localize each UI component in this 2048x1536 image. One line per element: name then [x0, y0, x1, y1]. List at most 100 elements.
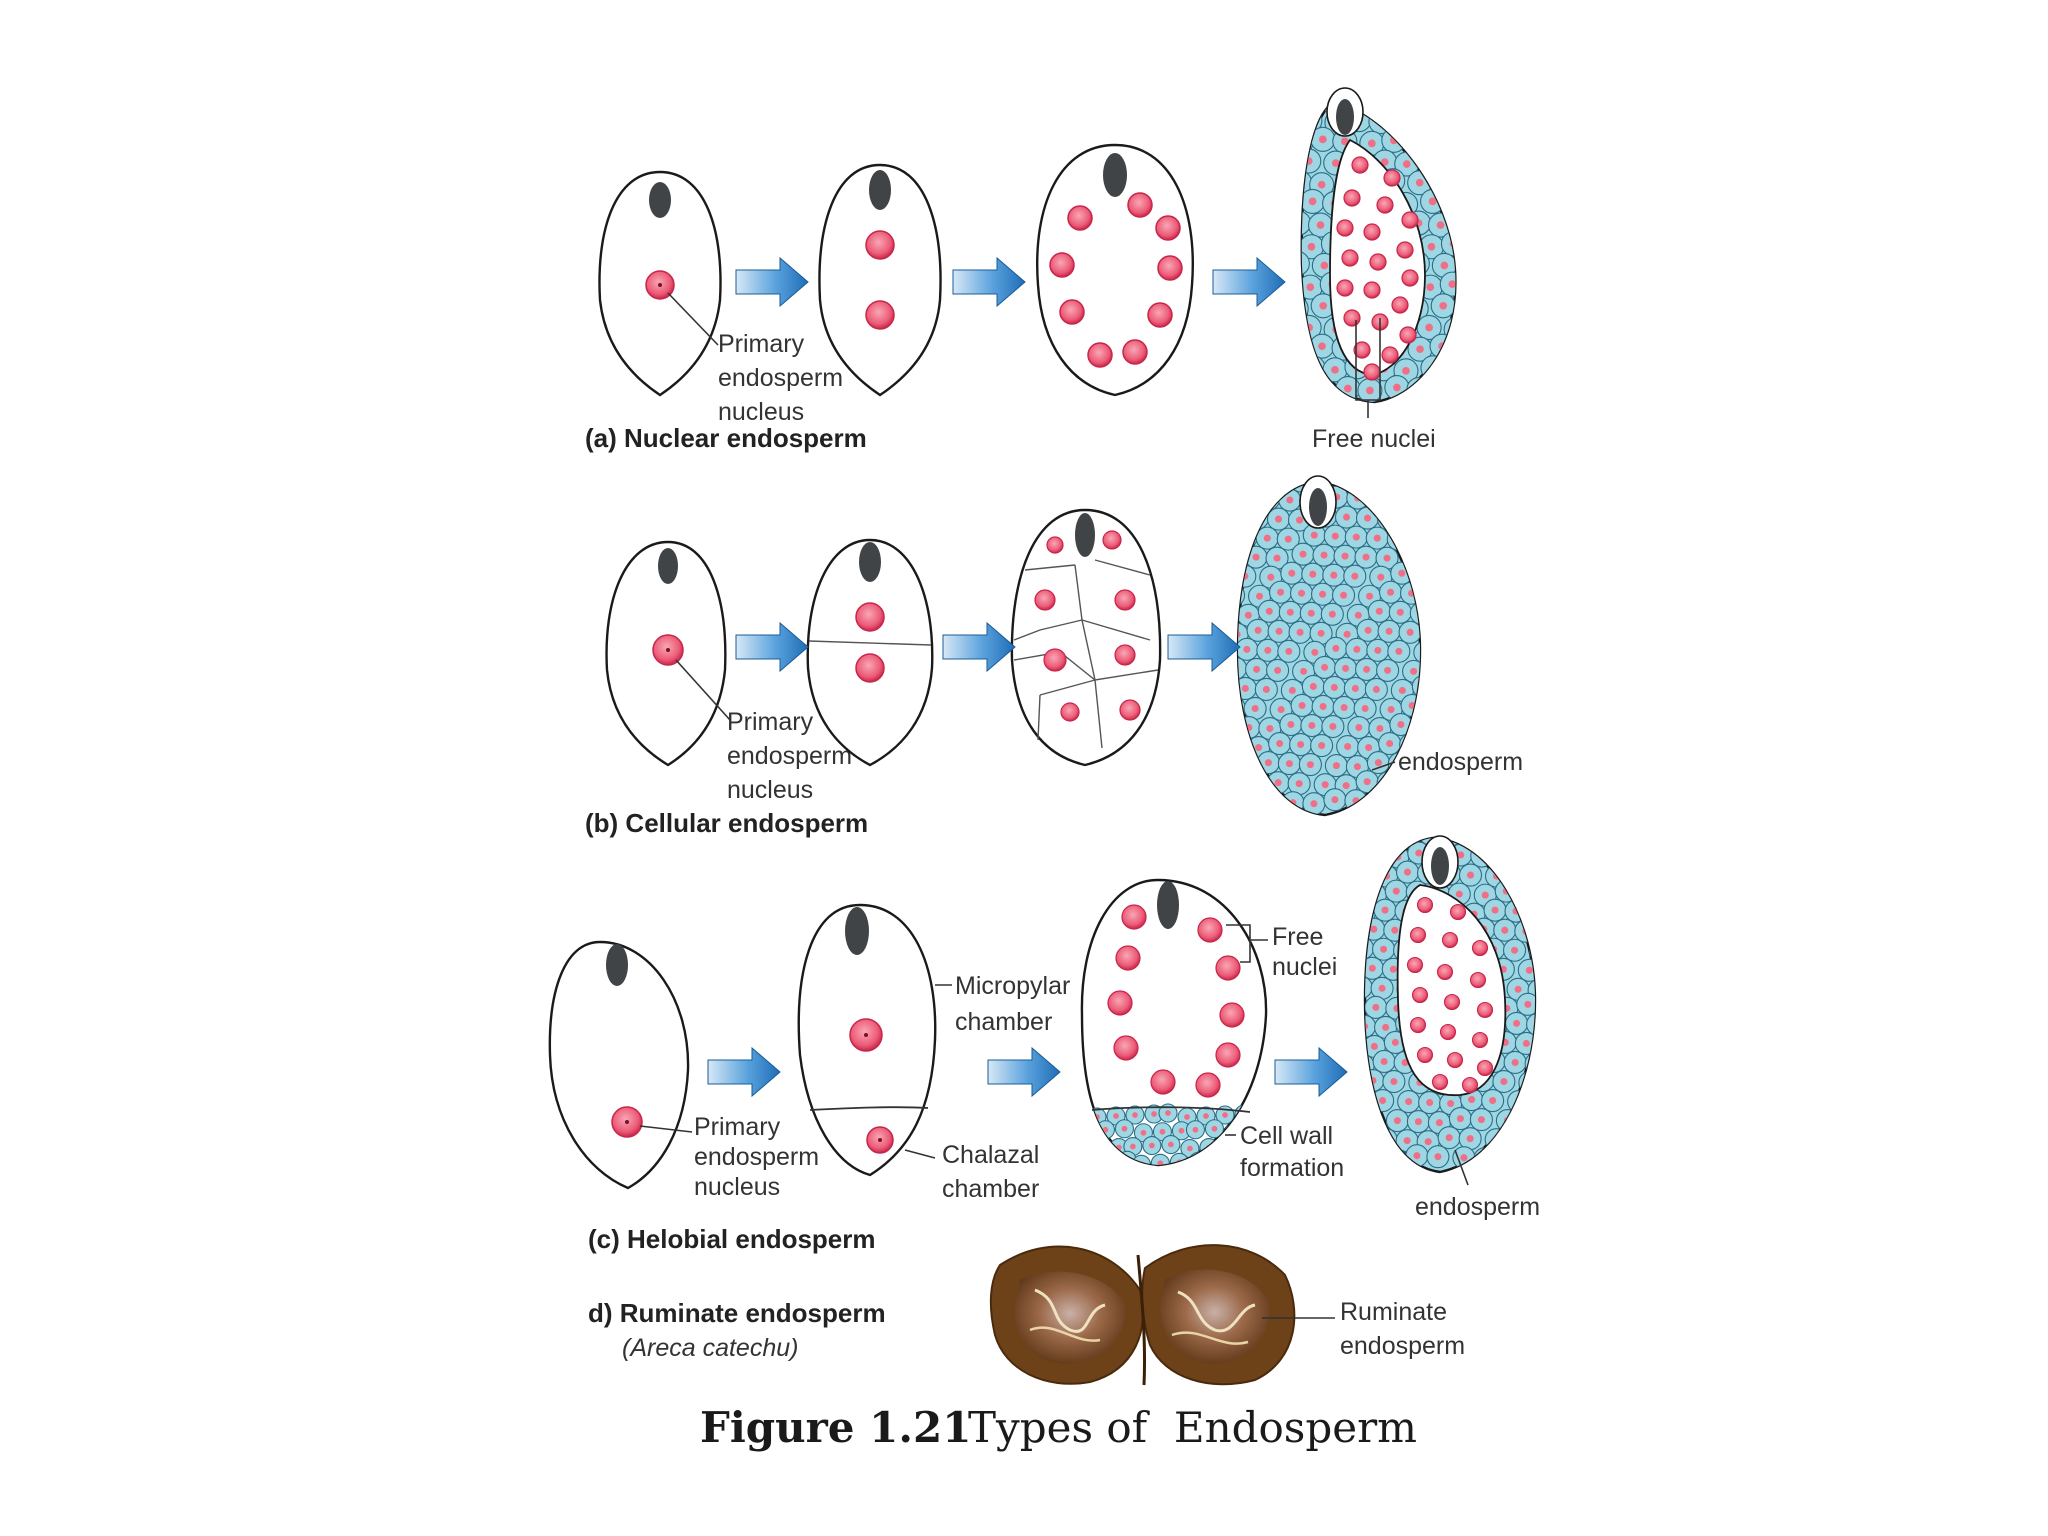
endosperm-cell [1406, 376, 1432, 402]
cell-nucleus [1534, 1138, 1535, 1146]
cell-nucleus [1105, 1158, 1112, 1165]
endosperm-cell [1528, 1091, 1535, 1115]
cell-nucleus [1358, 984, 1365, 991]
endosperm-cell [1238, 505, 1249, 529]
cell-nucleus [1414, 1118, 1422, 1126]
cell-nucleus [1192, 1126, 1199, 1133]
cell-nucleus [1274, 666, 1282, 674]
cell-nucleus [1532, 1059, 1535, 1067]
cell-nucleus [1396, 608, 1404, 616]
endosperm-cell [1496, 845, 1520, 869]
cell-nucleus [1536, 1099, 1543, 1106]
svg-text:Ruminate: Ruminate [1340, 1298, 1447, 1326]
cell-nucleus [1415, 385, 1423, 394]
cell-nucleus [1276, 482, 1284, 484]
cell-nucleus [1341, 552, 1349, 560]
endosperm-cell [1391, 791, 1415, 815]
cell-nucleus [1448, 280, 1456, 288]
cell-nucleus [1309, 364, 1317, 372]
cell-nucleus [1447, 1100, 1455, 1108]
free-nucleus [1353, 341, 1371, 359]
free-nucleus [1443, 993, 1461, 1011]
cell-nucleus [1306, 283, 1315, 291]
cell-nucleus [1365, 1061, 1367, 1069]
panel-label-d: d) Ruminate endosperm [588, 1298, 886, 1328]
cell-nucleus [1405, 1098, 1413, 1106]
cell-nucleus [1419, 682, 1420, 690]
endosperm-cell [1365, 863, 1373, 887]
cell-nucleus [1284, 535, 1292, 543]
arrow-b3 [1167, 621, 1241, 673]
cell-nucleus [1437, 387, 1445, 396]
cell-nucleus [1440, 261, 1449, 270]
arrow-b1 [735, 621, 809, 673]
cell-nucleus [1451, 366, 1456, 374]
cell-nucleus [1466, 1135, 1474, 1143]
free-nucleus [1476, 1059, 1494, 1077]
cell-nucleus [1288, 569, 1296, 577]
cell-nucleus [1331, 159, 1340, 167]
cell-nucleus [1429, 364, 1437, 372]
cell-nucleus [1425, 323, 1433, 332]
cell-nucleus [1399, 799, 1407, 807]
cell-nucleus [1263, 798, 1271, 806]
free-nucleus [1476, 1001, 1494, 1019]
cell-nucleus [1481, 891, 1489, 899]
embryo-sac-c2 [797, 903, 937, 1177]
cell-nucleus [1296, 516, 1304, 524]
cell-nucleus [1319, 301, 1328, 310]
embryo-sac-b3 [1010, 508, 1162, 767]
svg-text:Chalazal: Chalazal [942, 1141, 1039, 1169]
cell-nucleus [1276, 740, 1284, 748]
free-nucleus [1363, 363, 1381, 381]
cell-nucleus [1319, 135, 1327, 144]
cell-nucleus [1130, 1143, 1136, 1150]
cell-nucleus [1285, 760, 1293, 768]
endosperm-cell [1301, 250, 1310, 276]
endosperm-cell [1238, 755, 1259, 779]
endosperm-cell [1514, 919, 1535, 943]
cell-nucleus [1286, 496, 1294, 504]
endosperm-cell [1238, 789, 1258, 813]
endosperm-cell [1505, 1129, 1529, 1153]
cell-nucleus [1254, 626, 1262, 634]
cell-nucleus [1321, 781, 1329, 789]
cell-nucleus [1379, 838, 1387, 841]
free-nucleus [1446, 1051, 1464, 1069]
cell-nucleus [1263, 534, 1271, 542]
label-primary-endosperm-nucleus-a: Primary endosperm nucleus [718, 330, 843, 426]
endosperm-cell [1268, 482, 1292, 492]
cell-nucleus [1195, 1158, 1202, 1165]
cell-nucleus [1075, 1110, 1081, 1116]
cell-nucleus [1489, 838, 1497, 841]
endosperm-cell [1376, 771, 1400, 795]
cell-nucleus [1383, 554, 1391, 562]
cell-nucleus [1379, 1097, 1387, 1105]
cell-nucleus [1365, 838, 1366, 840]
cell-nucleus [1331, 366, 1339, 374]
embryo-a3 [1103, 153, 1127, 197]
cell-nucleus [1308, 197, 1317, 206]
endosperm-cell [1526, 861, 1535, 885]
cell-nucleus [1242, 533, 1250, 541]
species-label-d: (Areca catechu) [622, 1334, 798, 1362]
cell-nucleus [1081, 1141, 1084, 1148]
cell-nucleus [1293, 98, 1301, 106]
cell-nucleus [1413, 1152, 1421, 1160]
cell-nucleus [1368, 964, 1376, 972]
cell-nucleus [1339, 474, 1346, 481]
free-nucleus [1436, 963, 1454, 981]
cell-nucleus [1310, 800, 1318, 808]
cell-nucleus [1229, 474, 1236, 481]
cell-nucleus [1406, 516, 1414, 524]
free-nucleus [1461, 1076, 1479, 1094]
free-nucleus [1441, 931, 1459, 949]
endosperm-cell [1301, 102, 1310, 115]
free-nucleus [1343, 189, 1361, 207]
cell-nucleus [1386, 740, 1394, 748]
free-nucleus [1336, 219, 1354, 237]
cell-nucleus [1375, 607, 1383, 615]
cell-nucleus [1394, 535, 1402, 543]
row-helobial-endosperm: Primary endosperm nucleus Micropylar cha… [548, 835, 1543, 1254]
